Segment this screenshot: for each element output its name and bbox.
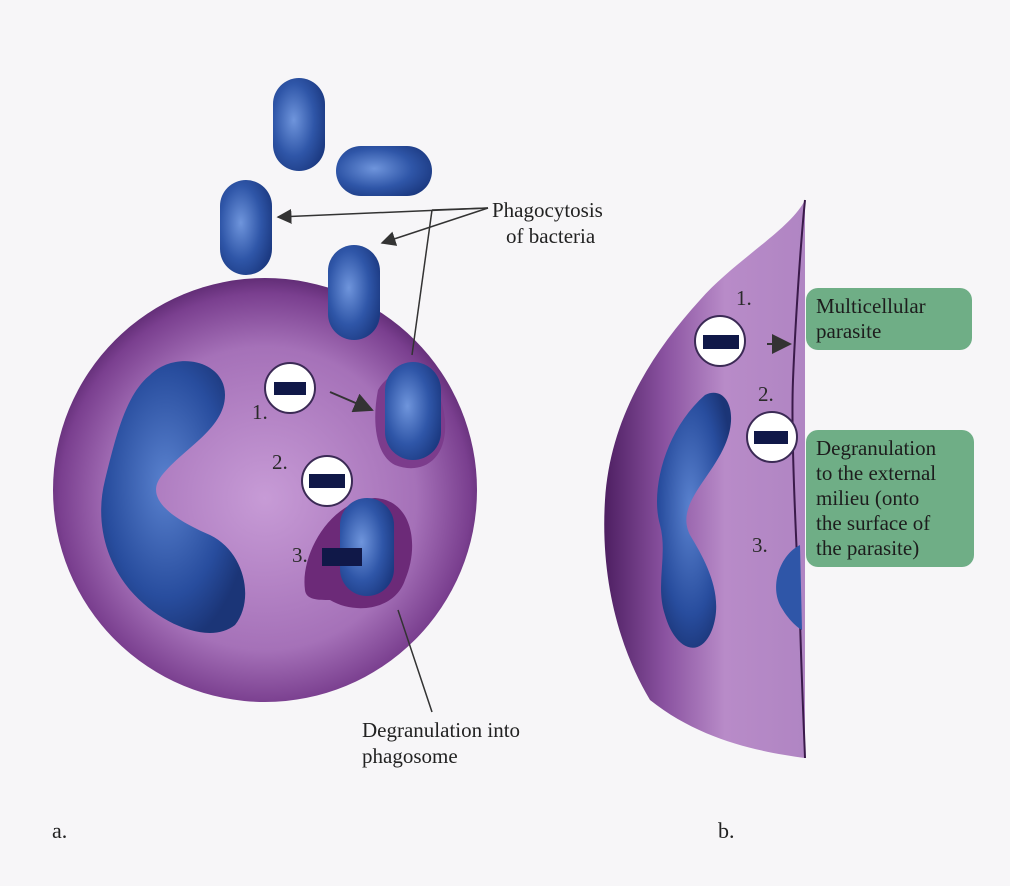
external-line3: milieu (onto	[816, 486, 964, 511]
step-b3: 3.	[752, 533, 768, 558]
external-line1: Degranulation	[816, 436, 964, 461]
external-line5: the parasite)	[816, 536, 964, 561]
external-line4: the surface of	[816, 511, 964, 536]
external-degranulation-note: Degranulation to the external milieu (on…	[806, 430, 974, 567]
bacterium-2	[336, 146, 432, 196]
bacterium-4	[328, 245, 380, 340]
external-line2: to the external	[816, 461, 964, 486]
step-b1: 1.	[736, 286, 752, 311]
parasite-line1: Multicellular	[816, 294, 962, 319]
panel-label-a: a.	[52, 818, 67, 844]
panel-label-b: b.	[718, 818, 735, 844]
bacterium-engulfed-2	[340, 498, 394, 596]
bacterium-engulfed-1	[385, 362, 441, 460]
step-b2: 2.	[758, 382, 774, 407]
degranulation-label-line1: Degranulation into	[362, 718, 520, 743]
parasite-note: Multicellular parasite	[806, 288, 972, 350]
parasite-line2: parasite	[816, 319, 962, 344]
step-a1: 1.	[252, 400, 268, 425]
degranulation-label-line2: phagosome	[362, 744, 458, 769]
granule-a3	[322, 548, 362, 566]
bacterium-3	[220, 180, 272, 275]
phagocytosis-label-line2: of bacteria	[506, 224, 595, 249]
step-a3: 3.	[292, 543, 308, 568]
bacterium-1	[273, 78, 325, 171]
step-a2: 2.	[272, 450, 288, 475]
phagocytosis-label-line1: Phagocytosis	[492, 198, 603, 223]
